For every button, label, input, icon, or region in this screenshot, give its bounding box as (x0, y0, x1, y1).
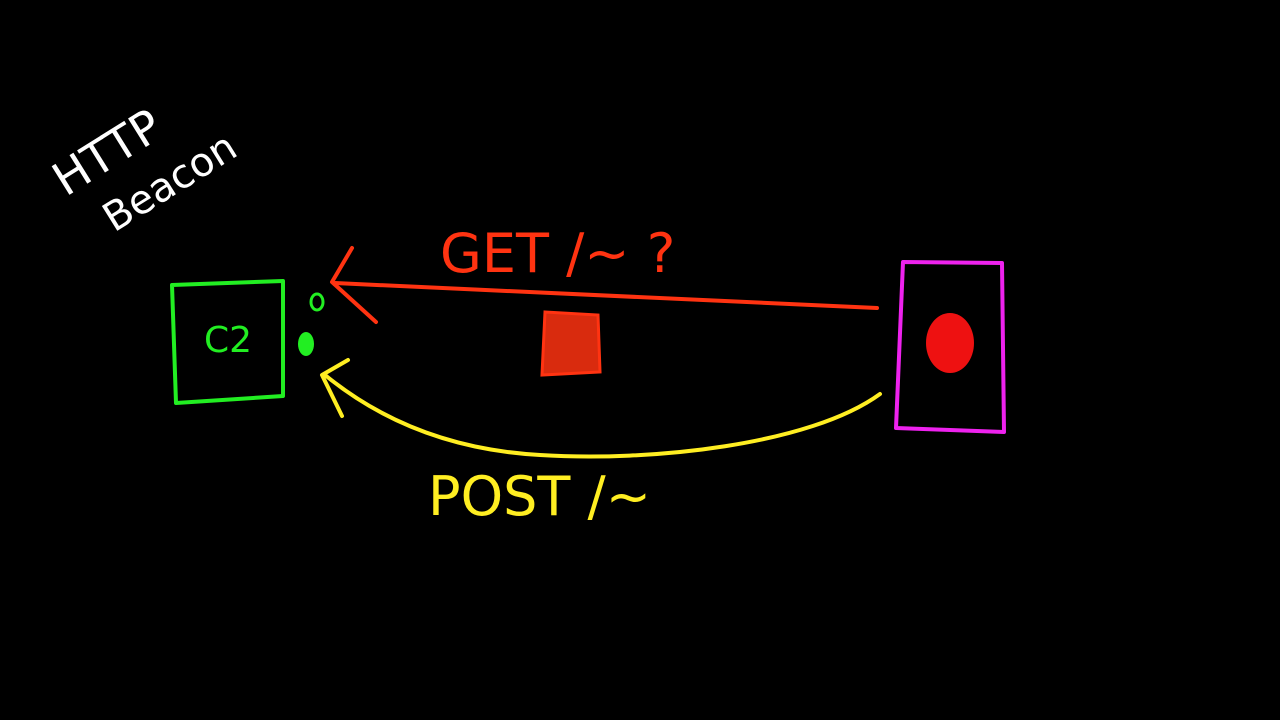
post-request-arrow: POST /~ (320, 358, 882, 528)
c2-box (170, 279, 285, 405)
get-request-arrow: GET /~ ? (330, 222, 879, 324)
c2-port-dot (298, 332, 314, 356)
implant-dot (926, 313, 974, 373)
diagram-title: HTTP Beacon (43, 98, 245, 241)
payload-block (540, 310, 602, 377)
target-box (894, 260, 1006, 434)
target-node (894, 260, 1006, 434)
post-arrow-line (323, 373, 882, 459)
get-label: GET /~ ? (440, 222, 675, 285)
c2-small-marker (309, 292, 325, 312)
c2-node: C2 (170, 279, 325, 405)
get-arrow-line (333, 281, 879, 310)
c2-label: C2 (204, 320, 252, 361)
post-label: POST /~ (428, 465, 651, 528)
get-arrowhead (330, 246, 378, 324)
post-arrowhead (320, 358, 350, 418)
